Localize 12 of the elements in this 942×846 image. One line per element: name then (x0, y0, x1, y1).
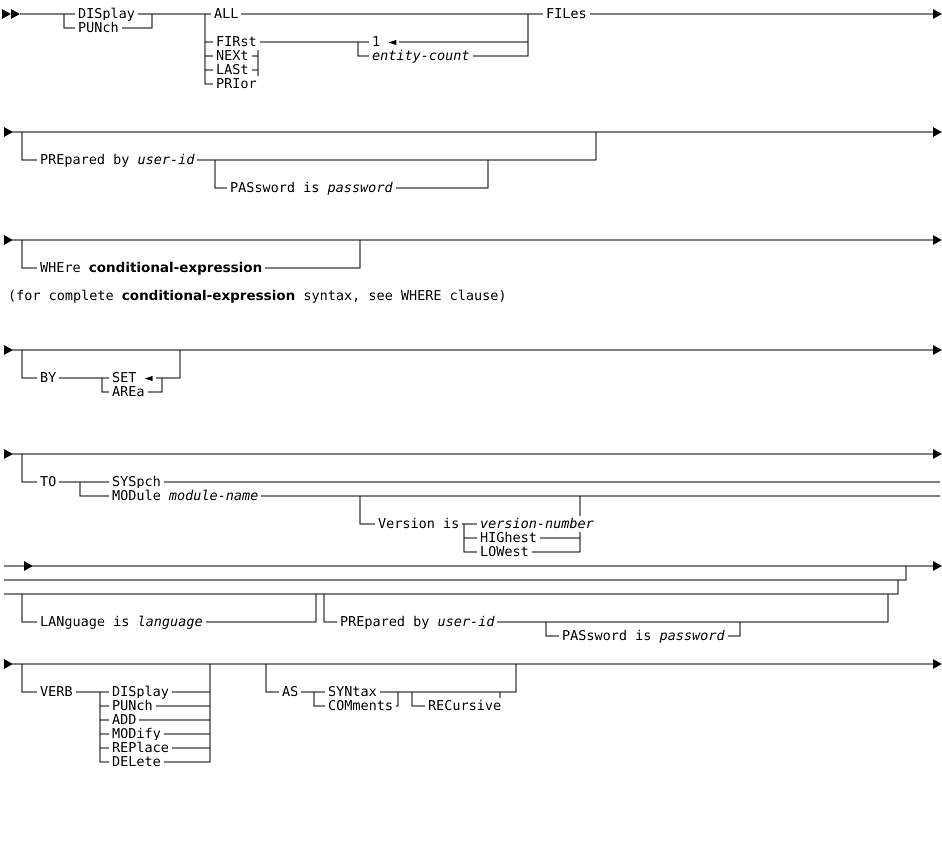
variable-name: entity-count (369, 48, 473, 64)
syntax-keyword: PREpared by user-id (37, 152, 198, 168)
syntax-keyword: PREpared by user-id (337, 614, 498, 630)
syntax-keyword: PASsword is password (559, 628, 728, 644)
variable-name: version-number (477, 516, 597, 532)
syntax-keyword: DISplay (109, 684, 172, 700)
syntax-note: (for complete conditional-expression syntax, see WHERE clause) (8, 288, 507, 304)
syntax-keyword: LANguage is language (37, 614, 206, 630)
syntax-keyword: FIRst (213, 34, 260, 50)
syntax-keyword: PASsword is password (227, 180, 396, 196)
syntax-keyword: WHEre conditional-expression (37, 260, 266, 276)
syntax-keyword: DISplay (75, 6, 138, 22)
